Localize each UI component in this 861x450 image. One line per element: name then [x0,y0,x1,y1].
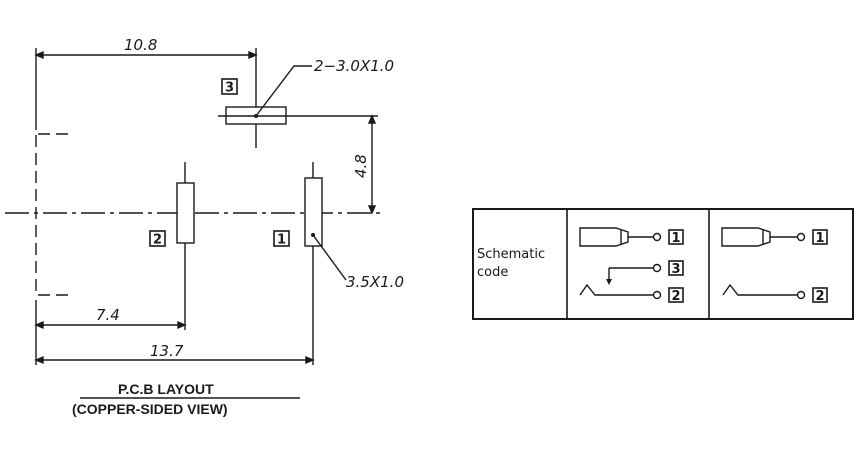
schematic-label-line2: code [477,265,508,280]
caption-title: P.C.B LAYOUT [118,381,214,397]
dim-vertical-arrows [367,114,377,215]
pin-a-bottom: 2 [668,287,684,304]
tip-contact-b [722,283,797,296]
svg-text:2: 2 [671,289,680,304]
pin-label-3: 3 [221,78,238,96]
caption-subtitle: (COPPER-SIDED VIEW) [72,401,228,417]
schematic-variant-b [721,227,806,300]
tip-contact-a [579,283,653,296]
dim-left-arrows [34,320,187,330]
slot-pin3-center [254,114,258,118]
plug-symbol-b [721,227,797,247]
schematic-table: Schematic code 1 3 2 [472,208,854,320]
svg-text:2: 2 [815,289,824,304]
svg-text:3: 3 [671,262,680,277]
dim-bottom-label: 13.7 [150,342,184,360]
slot-pin1 [304,177,323,247]
pin-label-1: 1 [273,230,290,248]
dim-top-arrows [34,50,258,60]
slot-pin1-center [311,233,315,237]
pin-a-mid: 3 [668,260,684,277]
dim-bottom-arrows [34,355,315,365]
dim-vertical-label: 4.8 [352,154,370,178]
svg-text:2: 2 [153,233,162,248]
pcb-layout [5,48,380,399]
svg-text:1: 1 [277,233,286,248]
dim-slot3-label: 2−3.0X1.0 [314,57,394,75]
plug-symbol-a [579,227,653,247]
dim-slot1-label: 3.5X1.0 [346,273,404,291]
svg-text:3: 3 [225,81,234,96]
pin-a-top: 1 [668,229,684,246]
pin-b-top: 1 [812,229,828,246]
pin-label-2: 2 [149,230,166,248]
schematic-variant-a [579,227,662,300]
schematic-label-line1: Schematic [477,247,545,262]
svg-text:1: 1 [815,231,824,246]
leader-slot3 [255,65,312,117]
dim-left-label: 7.4 [96,306,120,324]
slot-pin2 [176,182,195,244]
svg-text:1: 1 [671,231,680,246]
pin-b-bottom: 2 [812,287,828,304]
dim-top-label: 10.8 [124,36,157,54]
leader-slot1 [312,234,347,281]
